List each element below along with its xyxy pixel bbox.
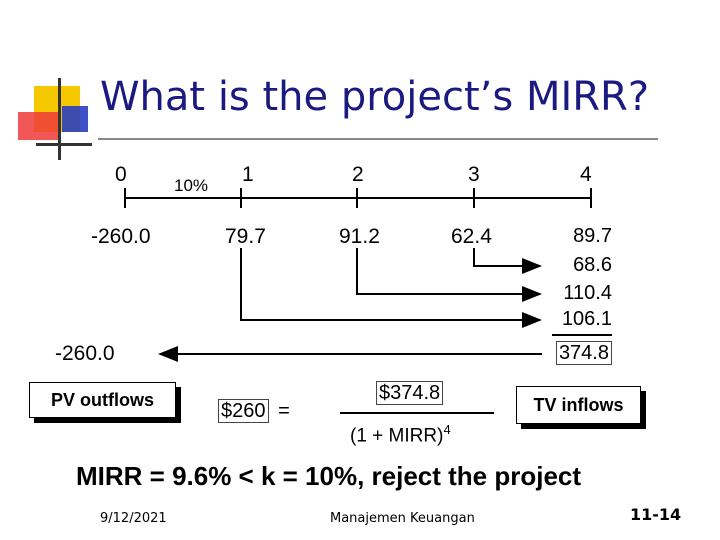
logo-blue-square xyxy=(62,106,88,132)
title-underline xyxy=(98,138,658,140)
cash-flow-1: 79.7 xyxy=(225,225,266,248)
compound-arrow-2 xyxy=(356,248,542,302)
slide-number: 11-14 xyxy=(630,505,682,524)
cash-flow-4: 89.7 xyxy=(573,225,612,247)
logo-vertical-bar xyxy=(58,78,61,160)
terminal-value-2: 110.4 xyxy=(563,282,612,304)
conclusion-text: MIRR = 9.6% < k = 10%, reject the projec… xyxy=(76,461,582,491)
cash-flow-3: 62.4 xyxy=(451,225,492,248)
discount-rate-label: 10% xyxy=(174,176,209,195)
period-label-3: 3 xyxy=(468,163,480,186)
footer-course: Manajemen Keuangan xyxy=(330,511,475,526)
terminal-value-3: 68.6 xyxy=(573,254,612,276)
pv-outflows-value: -260.0 xyxy=(55,342,115,365)
pv-outflows-box: PV outflows xyxy=(29,382,176,418)
terminal-value-1: 106.1 xyxy=(561,308,612,330)
tv-inflows-box: TV inflows xyxy=(516,386,641,424)
compound-arrow-3 xyxy=(473,248,542,274)
equation-lhs: $260 xyxy=(218,399,269,423)
terminal-value-total: 374.8 xyxy=(532,341,612,365)
slide-title: What is the project’s MIRR? xyxy=(100,74,650,120)
equation-lhs-group: $260 = xyxy=(218,399,290,423)
equation-denominator-wrap: (1 + MIRR)4 xyxy=(350,422,451,447)
cash-flow-2: 91.2 xyxy=(339,225,380,248)
period-label-0: 0 xyxy=(115,163,127,186)
logo-horizontal-bar xyxy=(36,143,92,146)
equation-exponent: 4 xyxy=(443,422,451,437)
period-label-2: 2 xyxy=(352,163,364,186)
equation-numerator-wrap: $374.8 xyxy=(376,381,444,405)
footer-date: 9/12/2021 xyxy=(100,511,167,526)
compound-arrow-1 xyxy=(240,248,542,328)
period-label-4: 4 xyxy=(580,163,592,186)
equation-denominator: (1 + MIRR) xyxy=(350,425,444,447)
period-label-1: 1 xyxy=(242,163,254,186)
equation-numerator: $374.8 xyxy=(376,381,444,405)
cash-flow-0: -260.0 xyxy=(91,225,151,248)
equation-equals: = xyxy=(278,400,290,422)
logo-red-square xyxy=(18,112,58,140)
tv-total-value: 374.8 xyxy=(555,341,612,365)
